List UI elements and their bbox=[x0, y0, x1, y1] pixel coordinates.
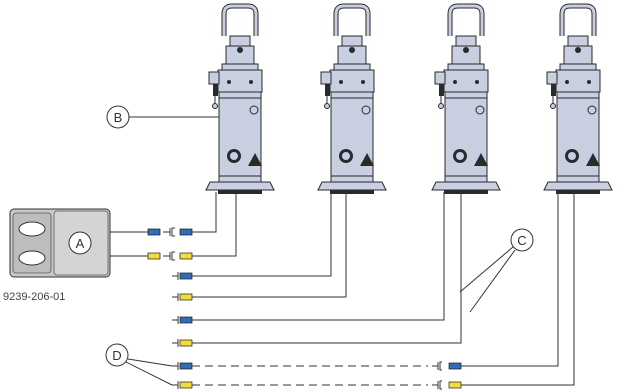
svg-text:A: A bbox=[76, 236, 85, 251]
hose-yellow-cyl4 bbox=[172, 192, 575, 390]
callout-b: B bbox=[106, 105, 219, 129]
hose-yellow-pendant bbox=[110, 192, 237, 261]
hose-blue-pendant bbox=[110, 192, 217, 237]
hose-yellow-cyl3 bbox=[172, 192, 462, 347]
svg-text:D: D bbox=[112, 348, 121, 363]
hydraulic-cylinder-4 bbox=[544, 6, 612, 194]
hose-blue-cyl4 bbox=[172, 192, 559, 371]
hose-blue-cyl2 bbox=[172, 192, 332, 280]
callout-c: C bbox=[459, 228, 534, 313]
hose-yellow-cyl2 bbox=[172, 192, 347, 301]
hose-blue-cyl3 bbox=[172, 192, 445, 324]
svg-text:B: B bbox=[114, 110, 123, 125]
hydraulic-cylinder-3 bbox=[432, 6, 500, 194]
callout-d: D bbox=[105, 343, 173, 386]
hydraulic-cylinder-1 bbox=[206, 6, 274, 194]
remote-pendant-icon bbox=[9, 208, 111, 278]
callout-a: A bbox=[68, 231, 92, 255]
hydraulic-cylinder-2 bbox=[318, 6, 386, 194]
svg-text:C: C bbox=[517, 233, 526, 248]
part-number-label: 9239-206-01 bbox=[3, 291, 65, 303]
